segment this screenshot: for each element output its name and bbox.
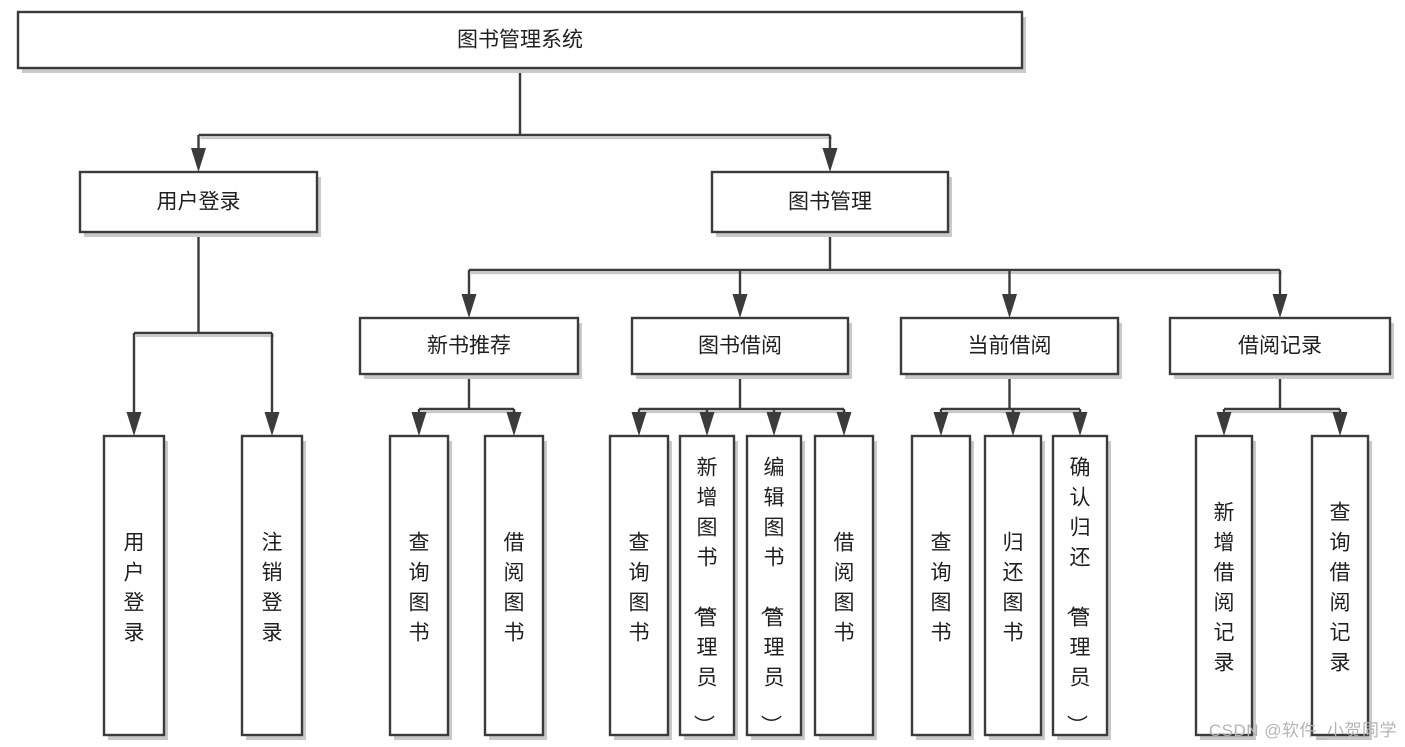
connector-bookmanage-to-level2 xyxy=(461,232,1288,318)
node-box[interactable] xyxy=(745,434,803,737)
node-box[interactable] xyxy=(1194,434,1254,737)
node-label: 借阅图书 xyxy=(504,532,525,645)
node-box[interactable] xyxy=(813,434,875,737)
node-box[interactable] xyxy=(240,434,304,737)
watermark-label: CSDN @软件_小贺同学 xyxy=(1208,721,1397,740)
node-box[interactable] xyxy=(483,434,545,737)
node-root[interactable]: 图书管理系统 xyxy=(16,10,1026,73)
node-book-borrow[interactable]: 图书借阅 xyxy=(630,316,852,379)
connector-borrow-to-leaves xyxy=(631,374,852,436)
node-leaf-user-login[interactable]: 用户登录 xyxy=(102,434,168,740)
connector-root-to-level1 xyxy=(191,68,838,172)
node-box[interactable] xyxy=(358,316,580,376)
node-box[interactable] xyxy=(1310,434,1370,737)
node-box[interactable] xyxy=(608,434,670,737)
node-label: 新书推荐 xyxy=(427,335,511,358)
node-leaf-cb-return-book[interactable]: 归还图书 xyxy=(983,434,1045,740)
node-current-borrow[interactable]: 当前借阅 xyxy=(899,316,1122,379)
node-label: 归还图书 xyxy=(1003,532,1024,645)
node-box[interactable] xyxy=(630,316,850,376)
node-box[interactable] xyxy=(16,10,1024,70)
node-box[interactable] xyxy=(1168,316,1392,376)
node-new-book-rec[interactable]: 新书推荐 xyxy=(358,316,582,379)
node-label: 确认归还（管理员） xyxy=(1065,457,1091,736)
node-label: 图书借阅 xyxy=(698,335,782,358)
node-leaf-br-query-record[interactable]: 查询借阅记录 xyxy=(1310,434,1372,740)
node-leaf-bb-query-book[interactable]: 查询图书 xyxy=(608,434,672,740)
node-label: 借阅图书 xyxy=(834,532,855,645)
node-leaf-user-logout[interactable]: 注销登录 xyxy=(240,434,306,740)
nodes-layer: 图书管理系统用户登录图书管理新书推荐图书借阅当前借阅借阅记录用户登录注销登录查询… xyxy=(16,10,1394,740)
node-leaf-bb-borrow-book[interactable]: 借阅图书 xyxy=(813,434,877,740)
node-leaf-br-add-record[interactable]: 新增借阅记录 xyxy=(1194,434,1256,740)
edges-layer xyxy=(126,68,1348,436)
node-label: 用户登录 xyxy=(124,532,145,645)
node-label: 查询图书 xyxy=(931,532,952,645)
node-label: 用户登录 xyxy=(157,191,241,214)
connector-rec-to-leaves xyxy=(411,374,522,436)
node-label: 注销登录 xyxy=(262,532,283,645)
node-leaf-cb-query-book[interactable]: 查询图书 xyxy=(910,434,974,740)
node-box[interactable] xyxy=(1051,434,1109,737)
node-leaf-rec-borrow-book[interactable]: 借阅图书 xyxy=(483,434,547,740)
node-leaf-bb-edit-book[interactable]: 编辑图书（管理员） xyxy=(745,434,805,740)
node-label: 编辑图书（管理员） xyxy=(759,457,785,736)
node-label: 查询图书 xyxy=(629,532,650,645)
node-box[interactable] xyxy=(910,434,972,737)
node-borrow-record[interactable]: 借阅记录 xyxy=(1168,316,1394,379)
node-box[interactable] xyxy=(78,170,319,234)
node-book-manage[interactable]: 图书管理 xyxy=(710,170,952,237)
node-label: 新增图书（管理员） xyxy=(692,457,718,736)
node-leaf-bb-add-book[interactable]: 新增图书（管理员） xyxy=(678,434,738,740)
node-box[interactable] xyxy=(899,316,1120,376)
node-label: 借阅记录 xyxy=(1238,335,1322,358)
node-label: 图书管理 xyxy=(788,191,872,214)
node-box[interactable] xyxy=(388,434,450,737)
node-label: 查询图书 xyxy=(409,532,430,645)
node-label: 当前借阅 xyxy=(968,335,1052,358)
node-leaf-rec-query-book[interactable]: 查询图书 xyxy=(388,434,452,740)
node-box[interactable] xyxy=(983,434,1043,737)
node-label: 查询借阅记录 xyxy=(1330,502,1351,675)
node-box[interactable] xyxy=(710,170,950,234)
node-box[interactable] xyxy=(678,434,736,737)
node-leaf-cb-confirm-return[interactable]: 确认归还（管理员） xyxy=(1051,434,1111,740)
connector-current-to-leaves xyxy=(933,374,1088,436)
connector-record-to-leaves xyxy=(1216,374,1348,436)
node-box[interactable] xyxy=(102,434,166,737)
node-label: 新增借阅记录 xyxy=(1214,502,1235,675)
connector-userlogin-to-leaves xyxy=(126,232,280,436)
node-user-login[interactable]: 用户登录 xyxy=(78,170,321,237)
node-label: 图书管理系统 xyxy=(457,29,583,52)
